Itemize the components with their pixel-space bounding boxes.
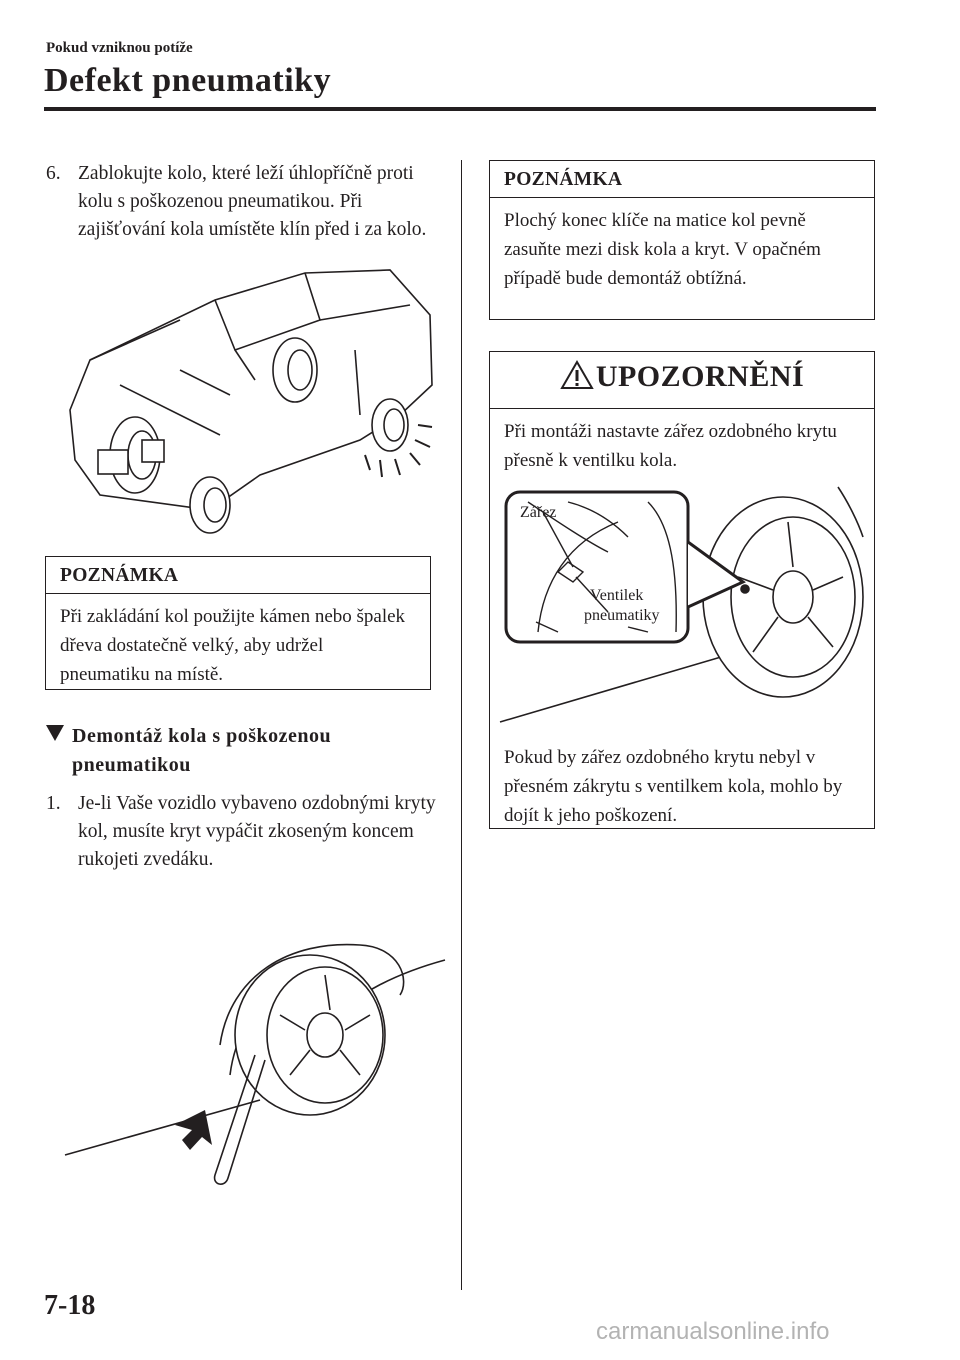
step-number: 1. bbox=[46, 793, 61, 814]
hubcap-removal-illustration bbox=[64, 943, 446, 1185]
watermark: carmanualsonline.info bbox=[596, 1318, 830, 1345]
page-number: 7-18 bbox=[44, 1290, 96, 1321]
valve-label-line-2: pneumatiky bbox=[584, 607, 660, 624]
warning-title: UPOZORNĚNÍ bbox=[595, 360, 805, 393]
triangle-bullet-icon bbox=[46, 725, 64, 741]
valve-label-line-1: Ventilek bbox=[590, 587, 643, 604]
car-chock-illustration bbox=[69, 269, 433, 534]
note-text: Při zakládání kol použijte kámen nebo šp… bbox=[60, 606, 406, 685]
warning-heading: UPOZORNĚNÍ bbox=[490, 352, 874, 409]
note-box-2: POZNÁMKA Plochý konec klíče na matice ko… bbox=[489, 160, 875, 320]
warning-text-2: Pokud by zářez ozdobného krytu nebyl v p… bbox=[504, 747, 843, 826]
note-title: POZNÁMKA bbox=[490, 161, 874, 198]
step-number: 6. bbox=[46, 163, 61, 184]
valve-alignment-illustration: Zářez Ventilek pneumatiky bbox=[499, 486, 864, 723]
page-title: Defekt pneumatiky bbox=[44, 62, 332, 99]
subsection-title: Demontáž kola s poškozenou pneumatikou bbox=[72, 725, 332, 776]
step-text: Je-li Vaše vozidlo vybaveno ozdobnými kr… bbox=[78, 793, 436, 870]
note-box-1: POZNÁMKA Při zakládání kol použijte káme… bbox=[45, 556, 431, 690]
subsection-heading: Demontáž kola s poškozenou pneumatikou bbox=[46, 722, 426, 780]
warning-box: UPOZORNĚNÍ Při montáži nastavte zářez oz… bbox=[489, 351, 875, 829]
note-title: POZNÁMKA bbox=[46, 557, 430, 594]
note-text: Plochý konec klíče na matice kol pevně z… bbox=[504, 210, 821, 289]
step-6: 6. Zablokujte kolo, které leží úhlopříčn… bbox=[46, 160, 438, 244]
title-divider bbox=[44, 107, 876, 111]
column-divider bbox=[461, 160, 462, 1290]
section-label: Pokud vzniknou potíže bbox=[46, 40, 193, 56]
notch-label: Zářez bbox=[520, 504, 556, 521]
warning-text-1: Při montáži nastavte zářez ozdobného kry… bbox=[504, 421, 837, 471]
step-text: Zablokujte kolo, které leží úhlopříčně p… bbox=[78, 163, 427, 240]
step-1: 1. Je-li Vaše vozidlo vybaveno ozdobnými… bbox=[46, 790, 438, 874]
warning-triangle-icon bbox=[560, 359, 594, 398]
